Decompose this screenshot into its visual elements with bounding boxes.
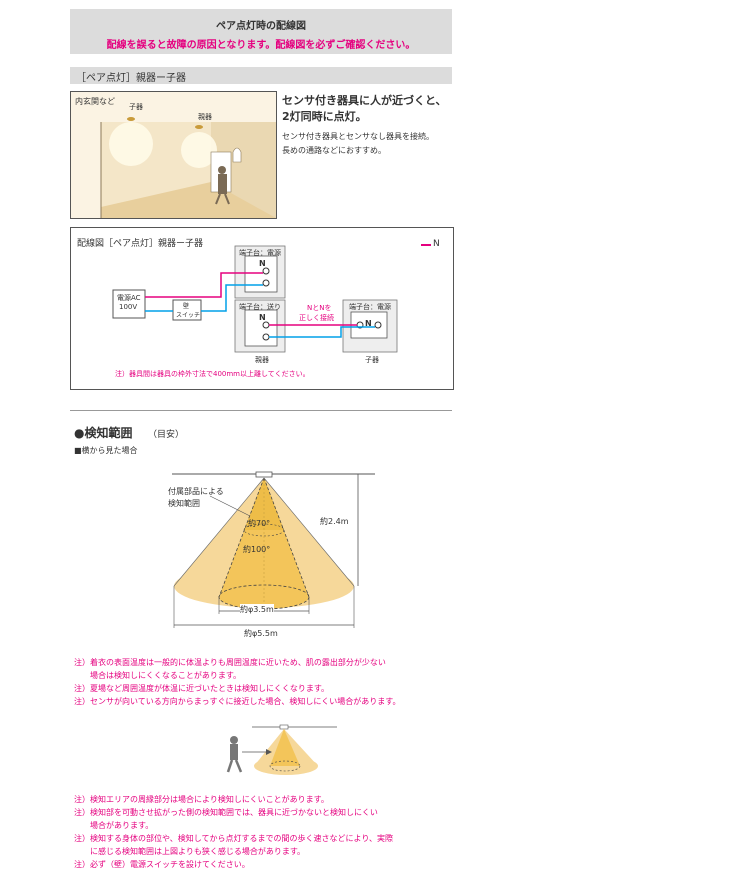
section-title: ［ペア点灯］親器ー子器 (76, 73, 186, 84)
detection-cone-diagram: 約2.4m 約70° 約100° 約φ3.5m 約φ5.5m (150, 468, 380, 648)
note-a-4: 注）センサが向いている方向からまっすぐに接近した場合、検知しにくい場合があります… (74, 697, 401, 706)
scene-label: 内玄関など (75, 97, 115, 106)
angle-100-label: 約100° (243, 545, 271, 554)
headline-line-2: 2灯同時に点灯。 (282, 110, 367, 123)
n-connect-note-1: NとNを (307, 304, 332, 312)
description-line-1: センサ付き器具とセンサなし器具を接続。 (282, 132, 434, 141)
outer-diameter-label: 約φ5.5m (244, 629, 278, 638)
note-b-5: に感じる検知範囲は上図よりも狭く感じる場合があります。 (74, 847, 306, 856)
power-voltage: 100V (119, 303, 138, 311)
wiring-note: 注）器具間は器具の枠外寸法で400mm以上離してください。 (115, 370, 310, 378)
height-label: 約2.4m (320, 517, 349, 526)
parent-label: 親器 (198, 113, 212, 121)
legend-n: N (433, 239, 440, 249)
approach-graphic (226, 724, 337, 775)
note-b-1: 注）検知エリアの周縁部分は場合により検知しにくいことがあります。 (74, 795, 329, 804)
notes-b: 注）検知エリアの周縁部分は場合により検知しにくいことがあります。 注）検知部を可… (74, 793, 393, 871)
terminal-power-label: 端子台：電源 (239, 249, 281, 257)
wiring-title: 配線図［ペア点灯］親器ー子器 (77, 239, 204, 249)
approach-illustration (222, 722, 342, 782)
wiring-diagram: 配線図［ペア点灯］親器ー子器 N 電源AC 100V 壁 スイッチ 端子台：電源… (70, 227, 454, 390)
terminal-child-label: 端子台：電源 (349, 303, 391, 311)
switch-label-2: スイッチ (176, 312, 201, 319)
n-mark-child: N (365, 319, 372, 328)
section-divider (70, 410, 452, 411)
note-a-2: 場合は検知しにくくなることがあります。 (74, 671, 242, 680)
section-title-bar: ［ペア点灯］親器ー子器 (70, 67, 452, 84)
note-b-6: 注）必ず（壁）電源スイッチを設けてください。 (74, 860, 250, 869)
room-illustration-graphic (71, 92, 276, 218)
inner-diameter-label: 約φ3.5m (240, 604, 274, 615)
room-illustration: 内玄関など 子器 親器 (70, 91, 277, 219)
headline-line-1: センサ付き器具に人が近づくと、 (282, 94, 447, 107)
detection-cone-graphic (172, 471, 375, 628)
notes-a: 注）着衣の表面温度は一般的に体温よりも周囲温度に近いため、肌の露出部分が少ない … (74, 656, 400, 708)
note-b-3: 場合があります。 (74, 821, 154, 830)
child-caption: 子器 (365, 356, 379, 364)
wiring-lines (112, 244, 431, 353)
parent-caption: 親器 (255, 356, 269, 364)
angle-70-label: 約70° (248, 519, 271, 528)
header-warning: 配線を誤ると故障の原因となります。配線図を必ずご確認ください。 (106, 40, 416, 51)
header-banner: ペア点灯時の配線図 配線を誤ると故障の原因となります。配線図を必ずご確認ください… (70, 9, 452, 54)
description-line-2: 長めの通路などにおすすめ。 (282, 146, 386, 155)
child-label: 子器 (129, 103, 143, 111)
note-b-4: 注）検知する身体の部位や、検知してから点灯するまでの間の歩く速さなどにより、実際 (74, 834, 394, 843)
detection-subtitle: ■横から見た場合 (74, 446, 138, 455)
n-mark-out: N (259, 313, 266, 322)
terminal-out-label: 端子台：送り (239, 303, 281, 311)
switch-label-1: 壁 (183, 303, 190, 310)
n-mark-power: N (259, 259, 266, 268)
accessory-label-2: 検知範囲 (168, 499, 200, 508)
detection-title-suffix: （目安） (148, 430, 185, 440)
power-ac: 電源AC (117, 294, 141, 302)
accessory-label-1: 付属部品による (168, 487, 224, 496)
note-a-3: 注）夏場など周囲温度が体温に近づいたときは検知しにくくなります。 (74, 684, 330, 693)
n-connect-note-2: 正しく接続 (299, 314, 334, 322)
note-b-2: 注）検知部を可動させ拡がった側の検知範囲では、器具に近づかないと検知しにくい (74, 808, 378, 817)
note-a-1: 注）着衣の表面温度は一般的に体温よりも周囲温度に近いため、肌の露出部分が少ない (74, 658, 386, 667)
header-title: ペア点灯時の配線図 (216, 21, 306, 32)
detection-title: ●検知範囲 (74, 426, 133, 440)
